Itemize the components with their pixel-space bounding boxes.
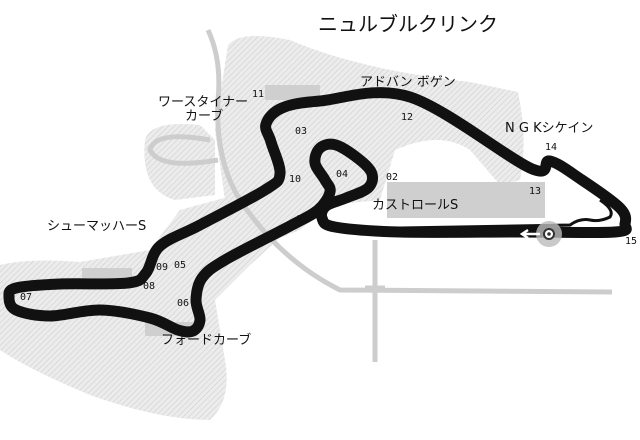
paddock-building (387, 182, 545, 218)
corner-07: 07 (20, 292, 33, 303)
pit-lane (399, 198, 613, 230)
corner-08: 08 (143, 281, 156, 292)
label-worsteiner: ワースタイナー (158, 95, 249, 110)
roads (147, 28, 613, 362)
circuit-title: ニュルブルクリンク (318, 12, 498, 36)
corner-02: 02 (386, 172, 399, 183)
road-main (205, 28, 613, 295)
corner-04: 04 (336, 169, 349, 180)
start-finish-marker (519, 221, 562, 247)
corner-06: 06 (177, 298, 190, 309)
corner-11: 11 (252, 89, 265, 100)
terrain-south (0, 195, 300, 420)
building-11 (265, 85, 320, 100)
label-castrol: カストロールS (372, 198, 459, 213)
arrow-left-icon (519, 228, 540, 240)
label-advan: アドバン ボゲン (360, 75, 456, 90)
corner-03: 03 (295, 126, 308, 137)
race-track (3, 87, 632, 338)
corner-10: 10 (289, 174, 302, 185)
building-west (82, 268, 132, 278)
corner-12: 12 (401, 112, 414, 123)
corner-01: 01 (296, 214, 309, 225)
corner-15: 15 (625, 236, 638, 247)
corner-09: 09 (156, 262, 169, 273)
label-worsteiner-2: カーブ (185, 109, 224, 124)
label-ngk: N G Kシケイン (505, 121, 594, 136)
road-west-loop (147, 134, 219, 166)
label-schumacher: シューマッハーS (47, 219, 147, 234)
corner-13: 13 (529, 186, 542, 197)
corner-14: 14 (545, 142, 558, 153)
corner-05: 05 (174, 260, 187, 271)
label-ford: フォードカーブ (161, 333, 252, 348)
